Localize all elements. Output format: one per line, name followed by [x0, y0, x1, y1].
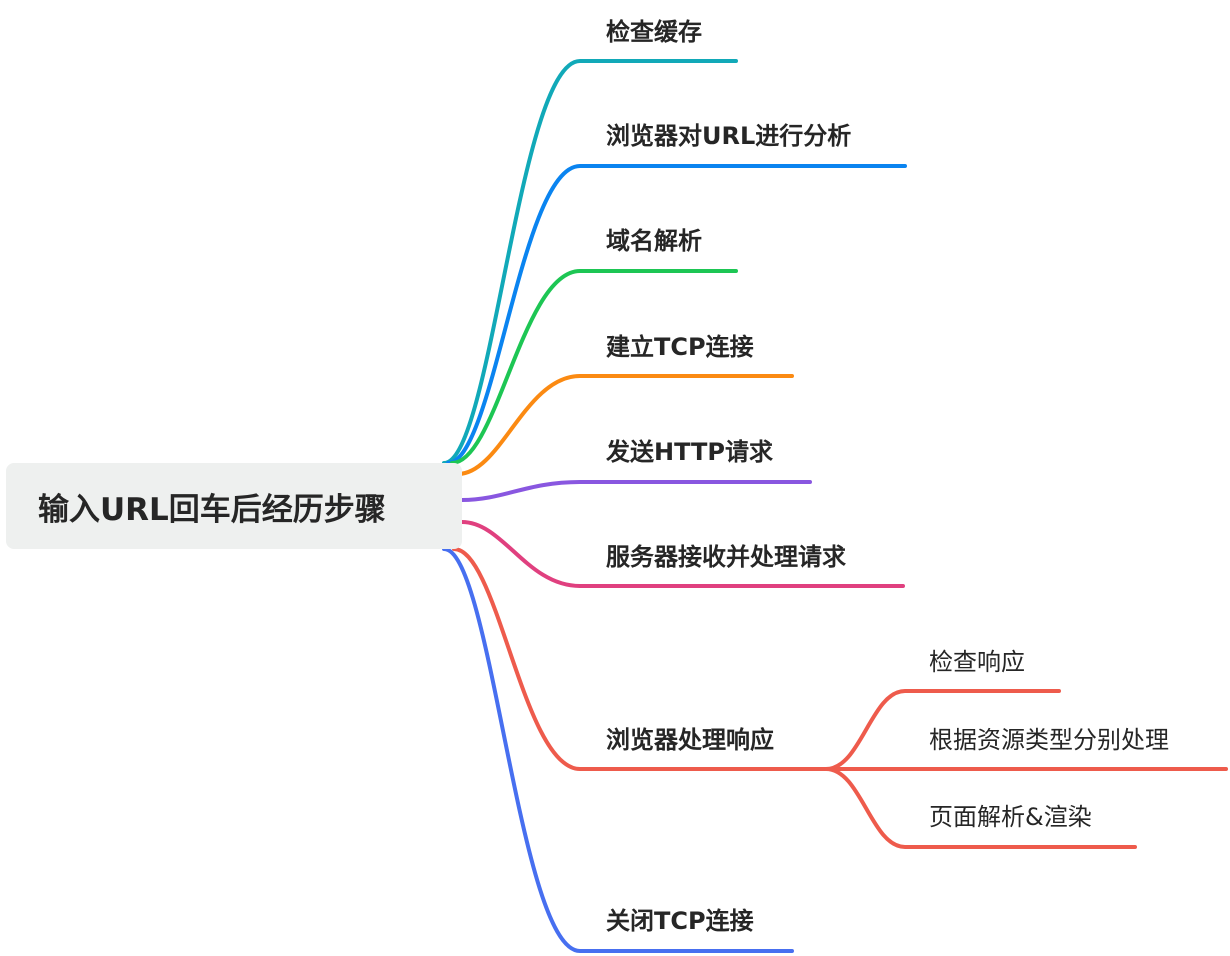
root-node[interactable]: 输入URL回车后经历步骤: [6, 463, 462, 549]
sub-label-check-response[interactable]: 检查响应: [929, 648, 1025, 676]
branch-label-url-analysis[interactable]: 浏览器对URL进行分析: [606, 122, 852, 150]
branch-label-tcp-connect[interactable]: 建立TCP连接: [606, 333, 754, 361]
connector-tcp-connect: [456, 374, 794, 476]
connector-dns-resolution: [450, 269, 738, 465]
branch-label-browser-response[interactable]: 浏览器处理响应: [606, 726, 774, 754]
root-label: 输入URL回车后经历步骤: [38, 491, 386, 528]
connector-send-http: [460, 480, 812, 502]
branch-label-server-process[interactable]: 服务器接收并处理请求: [606, 543, 846, 571]
sub-label-parse-render[interactable]: 页面解析&渲染: [929, 803, 1092, 831]
connector-url-analysis: [446, 164, 907, 465]
branch-label-send-http[interactable]: 发送HTTP请求: [606, 438, 773, 466]
connector-parse-render: [824, 767, 1137, 849]
connector-browser-response: [452, 547, 828, 771]
connector-tcp-close: [442, 547, 794, 953]
connector-check-cache: [442, 59, 738, 465]
branch-label-tcp-close[interactable]: 关闭TCP连接: [606, 907, 754, 935]
connector-check-response: [824, 689, 1061, 771]
sub-label-resource-handling[interactable]: 根据资源类型分别处理: [929, 726, 1169, 754]
branch-label-check-cache[interactable]: 检查缓存: [606, 18, 702, 46]
branch-label-dns-resolution[interactable]: 域名解析: [606, 227, 702, 255]
connector-server-process: [460, 520, 905, 588]
